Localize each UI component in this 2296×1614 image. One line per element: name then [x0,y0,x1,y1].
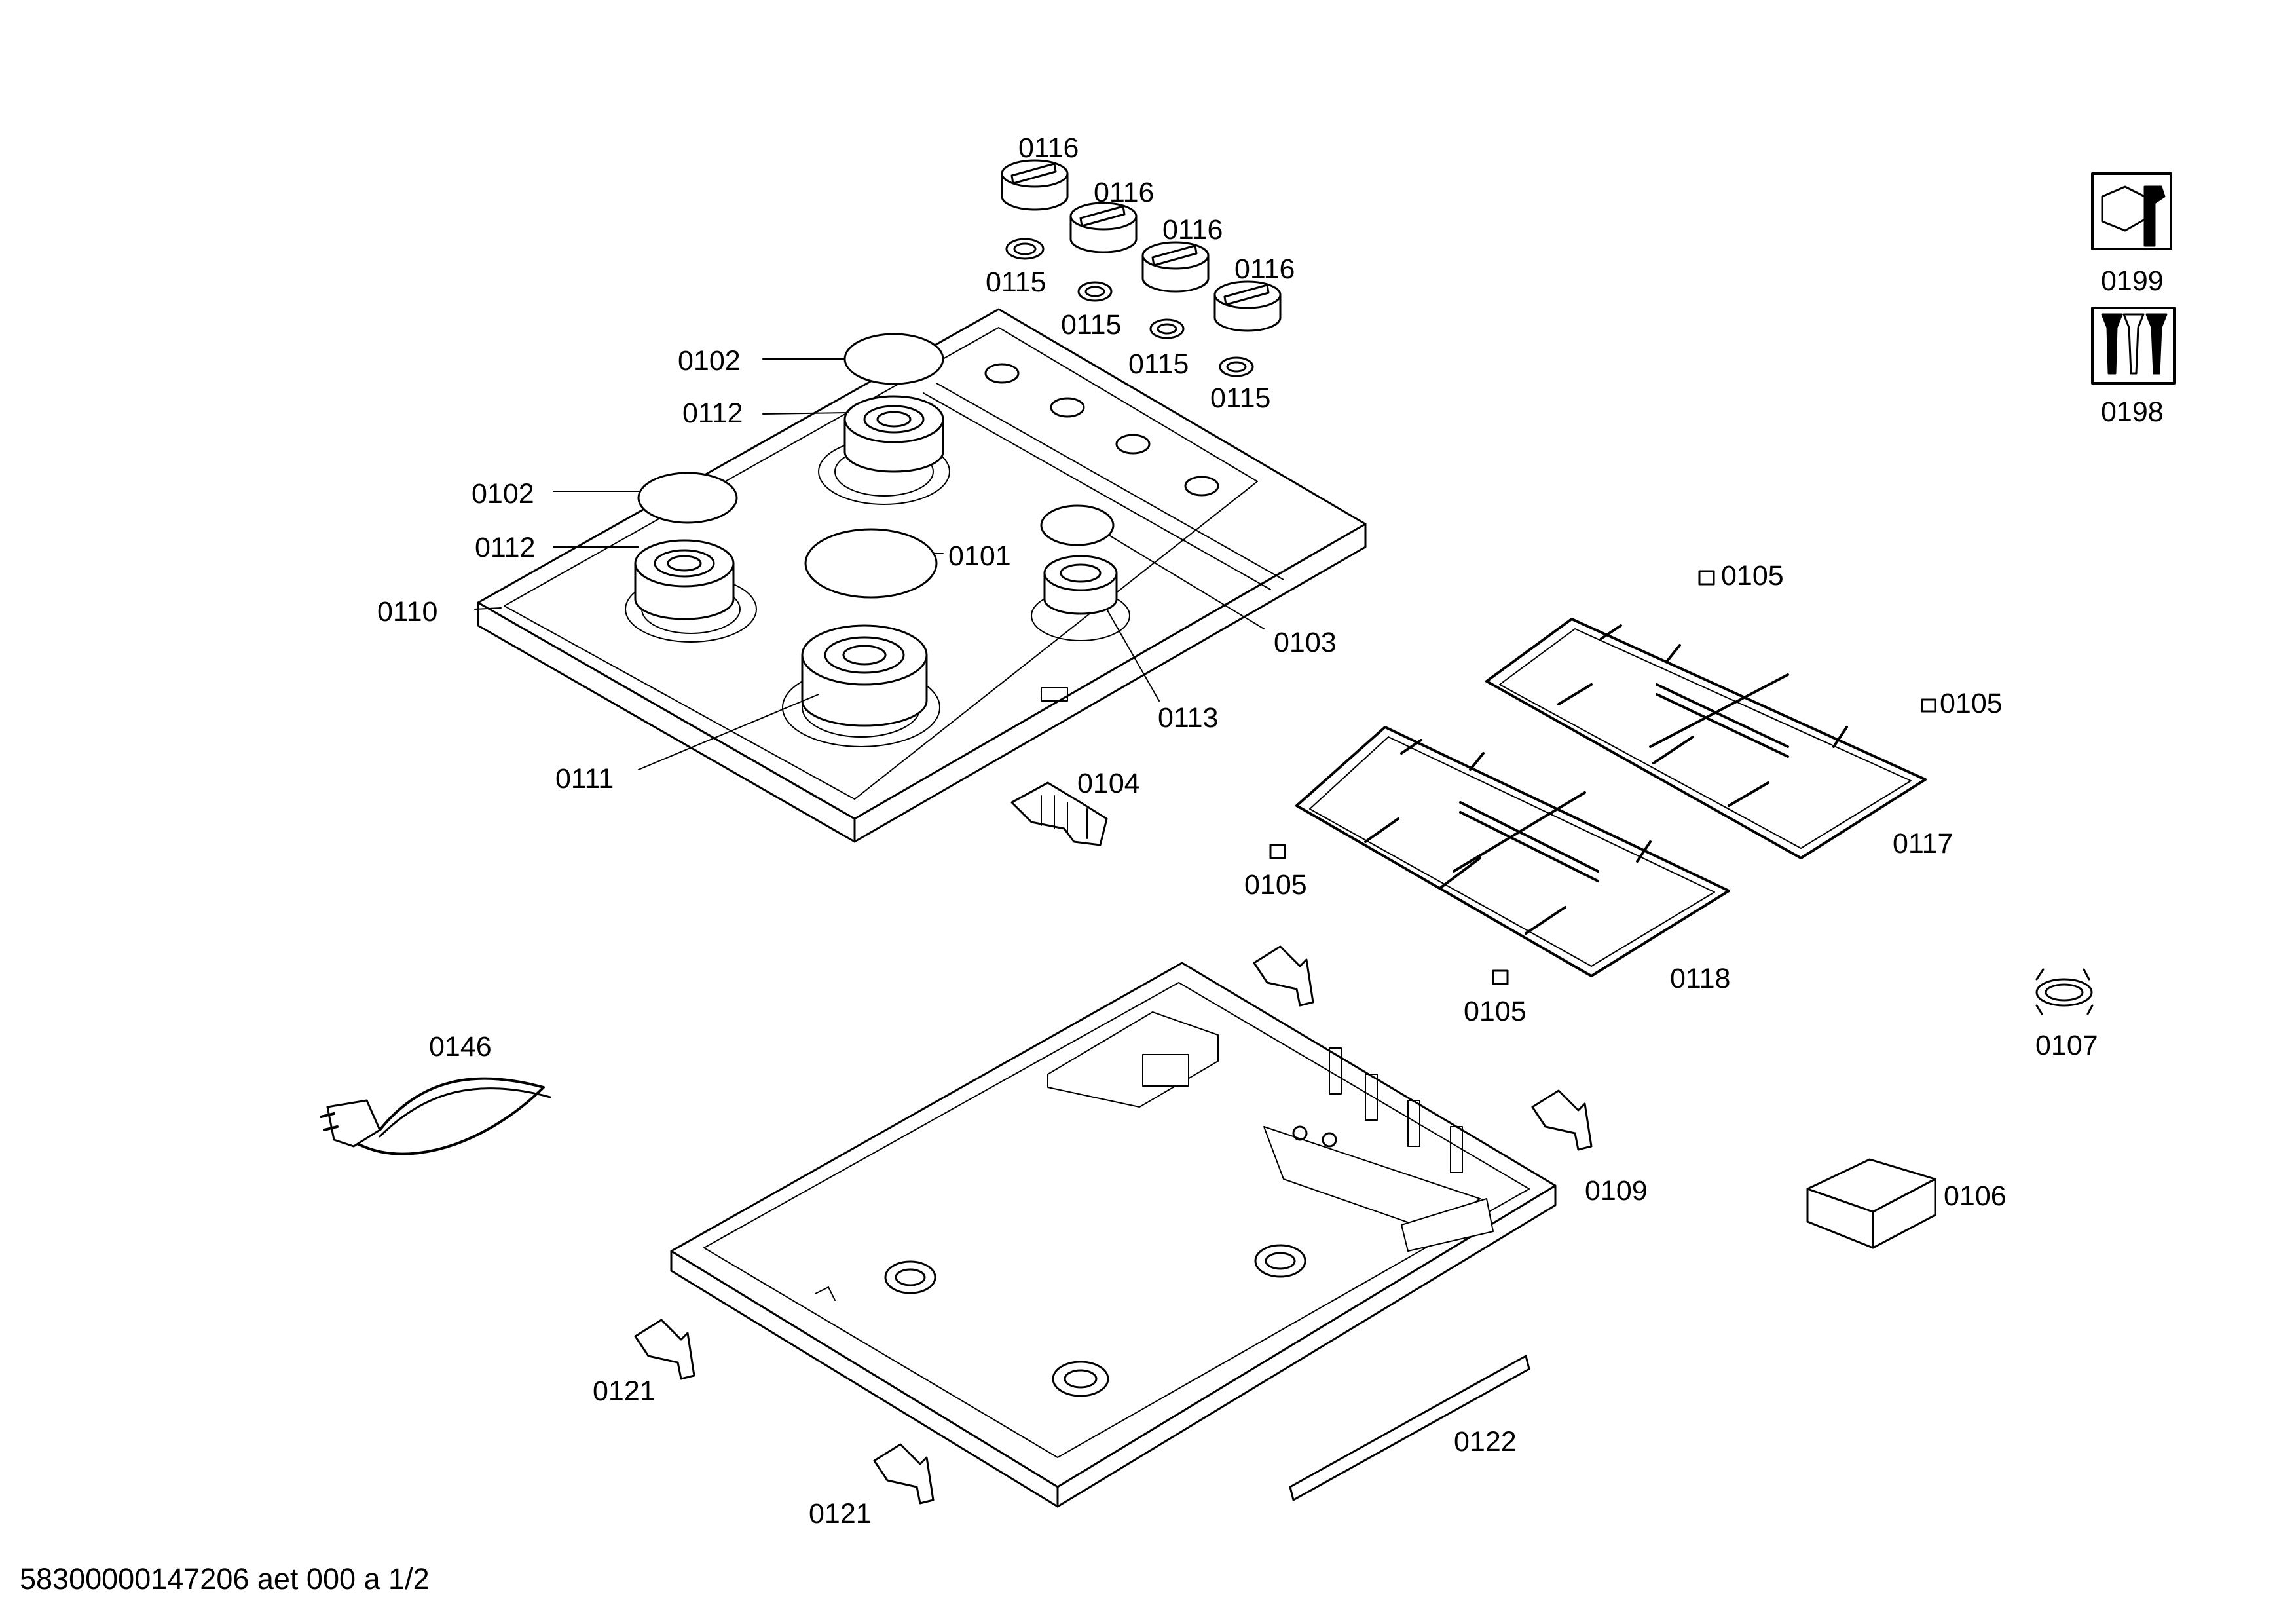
label-0111: 0111 [555,763,614,795]
injector-0107 [2035,968,2094,1015]
part-labels: 0116 0116 0116 0116 0115 0115 0115 0115 … [377,132,2164,1530]
label-0198: 0198 [2101,396,2164,428]
label-0115-a: 0115 [986,267,1046,298]
label-0112-a: 0112 [682,398,743,429]
label-0121-b: 0121 [809,1498,872,1530]
label-0110: 0110 [377,596,437,628]
label-0122: 0122 [1454,1426,1517,1457]
bezels-0115 [1005,238,1254,377]
label-0105-b: 0105 [1940,688,2003,719]
label-0116-b: 0116 [1094,177,1154,208]
label-0121-a: 0121 [593,1376,656,1407]
label-0113: 0113 [1158,702,1218,734]
burner-caps [637,333,1115,599]
burner-0112-lower [634,539,735,620]
burner-0111 [801,624,928,727]
label-0104: 0104 [1077,768,1140,799]
bottom-tray [670,962,1557,1508]
label-0109: 0109 [1585,1175,1648,1207]
screws-icon [2091,307,2176,385]
label-0116-c: 0116 [1162,214,1223,246]
label-0115-d: 0115 [1210,383,1270,414]
label-0105-c: 0105 [1244,869,1307,901]
document-id: 58300000147206 aet 000 a 1/2 [20,1562,430,1596]
label-0103: 0103 [1274,627,1337,658]
burner-0113 [1043,555,1118,615]
clamps [634,781,1593,1505]
label-0116-d: 0116 [1234,253,1295,285]
power-cord-0146 [320,1077,551,1155]
label-0105-d: 0105 [1464,996,1527,1027]
label-0146: 0146 [429,1031,492,1062]
label-0118: 0118 [1670,963,1730,994]
label-0102-b: 0102 [472,478,534,510]
label-0105-a: 0105 [1721,560,1784,591]
label-0102-a: 0102 [678,345,741,377]
knob-hole-row [984,363,1219,497]
label-0115-c: 0115 [1128,348,1189,380]
pan-support-0117 [1485,618,1927,859]
leader-lines [474,358,1265,770]
knobs-0116 [1001,159,1282,332]
rubber-feet-0105 [1269,570,1936,985]
label-0106: 0106 [1944,1180,2007,1212]
pan-support-0118 [1295,726,1730,977]
label-0115-b: 0115 [1061,309,1121,341]
junction-box-0106 [1806,1158,1936,1249]
label-0107: 0107 [2035,1030,2098,1061]
label-0112-b: 0112 [475,532,535,563]
label-0199: 0199 [2101,265,2164,297]
burner-0112-upper [843,395,944,473]
label-0116-a: 0116 [1018,132,1079,164]
wrench-icon [2091,172,2172,250]
label-0117: 0117 [1893,828,1953,859]
seal-strip-0122 [1289,1355,1530,1501]
label-0101: 0101 [948,540,1011,572]
